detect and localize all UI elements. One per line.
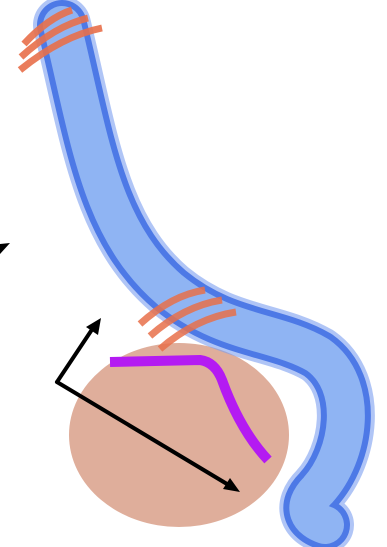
ellipse-blob xyxy=(69,343,289,527)
arrow-up-shaft xyxy=(57,325,95,382)
arrow-left-icon xyxy=(0,243,10,254)
